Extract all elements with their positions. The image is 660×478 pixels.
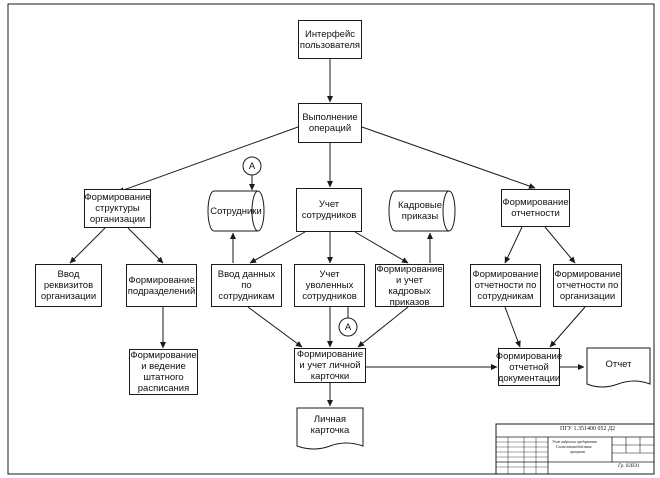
stamp-code: ПГУ 1.351400 052 Д2 — [560, 426, 616, 432]
arrow-operations-org-structure — [117, 126, 299, 193]
node-reporting: Формирование отчетности — [501, 189, 570, 227]
node-employees-db: Сотрудники — [210, 205, 262, 217]
node-card-doc: Личная карточка — [310, 414, 350, 436]
node-report-employees: Формирование отчетности по сотрудникам — [470, 264, 541, 307]
arrow-rep-emp-docs — [504, 306, 521, 348]
node-hr-orders-db: Кадровые приказы — [397, 200, 443, 222]
arrow-reporting-employees — [504, 226, 523, 264]
node-org-structure: Формирование структуры организации — [84, 189, 151, 228]
connector-a-bottom-label: А — [344, 321, 352, 333]
node-user-interface: Интерфейс пользователя — [298, 20, 362, 59]
node-operations: Выполнение операций — [298, 103, 362, 143]
arrow-staff-employee-data — [249, 231, 306, 264]
report-doc-shape — [586, 347, 651, 388]
node-org-details: Ввод реквизитов организации — [35, 264, 102, 307]
node-report-doc: Отчет — [605, 358, 632, 370]
node-report-docs: Формирование отчетной документации — [496, 348, 562, 386]
arrow-operations-reporting — [361, 126, 536, 189]
connector-a-top — [242, 156, 262, 176]
arrow-org-details — [69, 227, 106, 264]
node-employee-data: Ввод данных по сотрудникам — [211, 264, 282, 307]
stamp-title-line3: программ — [570, 450, 585, 454]
connector-a-bottom — [338, 317, 358, 337]
title-block — [495, 423, 655, 475]
node-report-org: Формирование отчетности по организации — [553, 264, 622, 307]
arrow-orders-card — [357, 306, 409, 348]
node-personal-card: Формирование и учет личной карточки — [294, 348, 366, 383]
stamp-title-line1: Учет кадров на предприятии — [552, 440, 598, 444]
node-dismissed: Учет уволенных сотрудников — [294, 264, 365, 307]
arrow-reporting-org — [544, 226, 576, 264]
node-departments: Формирование подразделений — [126, 264, 197, 307]
stamp-title-line2: Схема взаимодействия — [556, 445, 592, 449]
arrow-rep-org-docs — [549, 306, 586, 348]
page-frame — [7, 3, 655, 475]
node-staff-accounting: Учет сотрудников — [296, 188, 362, 232]
connector-a-top-label: А — [248, 160, 256, 172]
stamp-group: Гр. 02ВЭ1 — [618, 464, 640, 469]
node-staffing: Формирование и ведение штатного расписан… — [129, 349, 198, 395]
card-doc-shape — [296, 407, 364, 450]
arrow-org-departments — [127, 227, 164, 264]
arrow-employee-data-card — [247, 306, 303, 348]
node-orders: Формирование и учет кадровых приказов — [375, 263, 444, 308]
arrow-staff-orders — [354, 231, 409, 264]
